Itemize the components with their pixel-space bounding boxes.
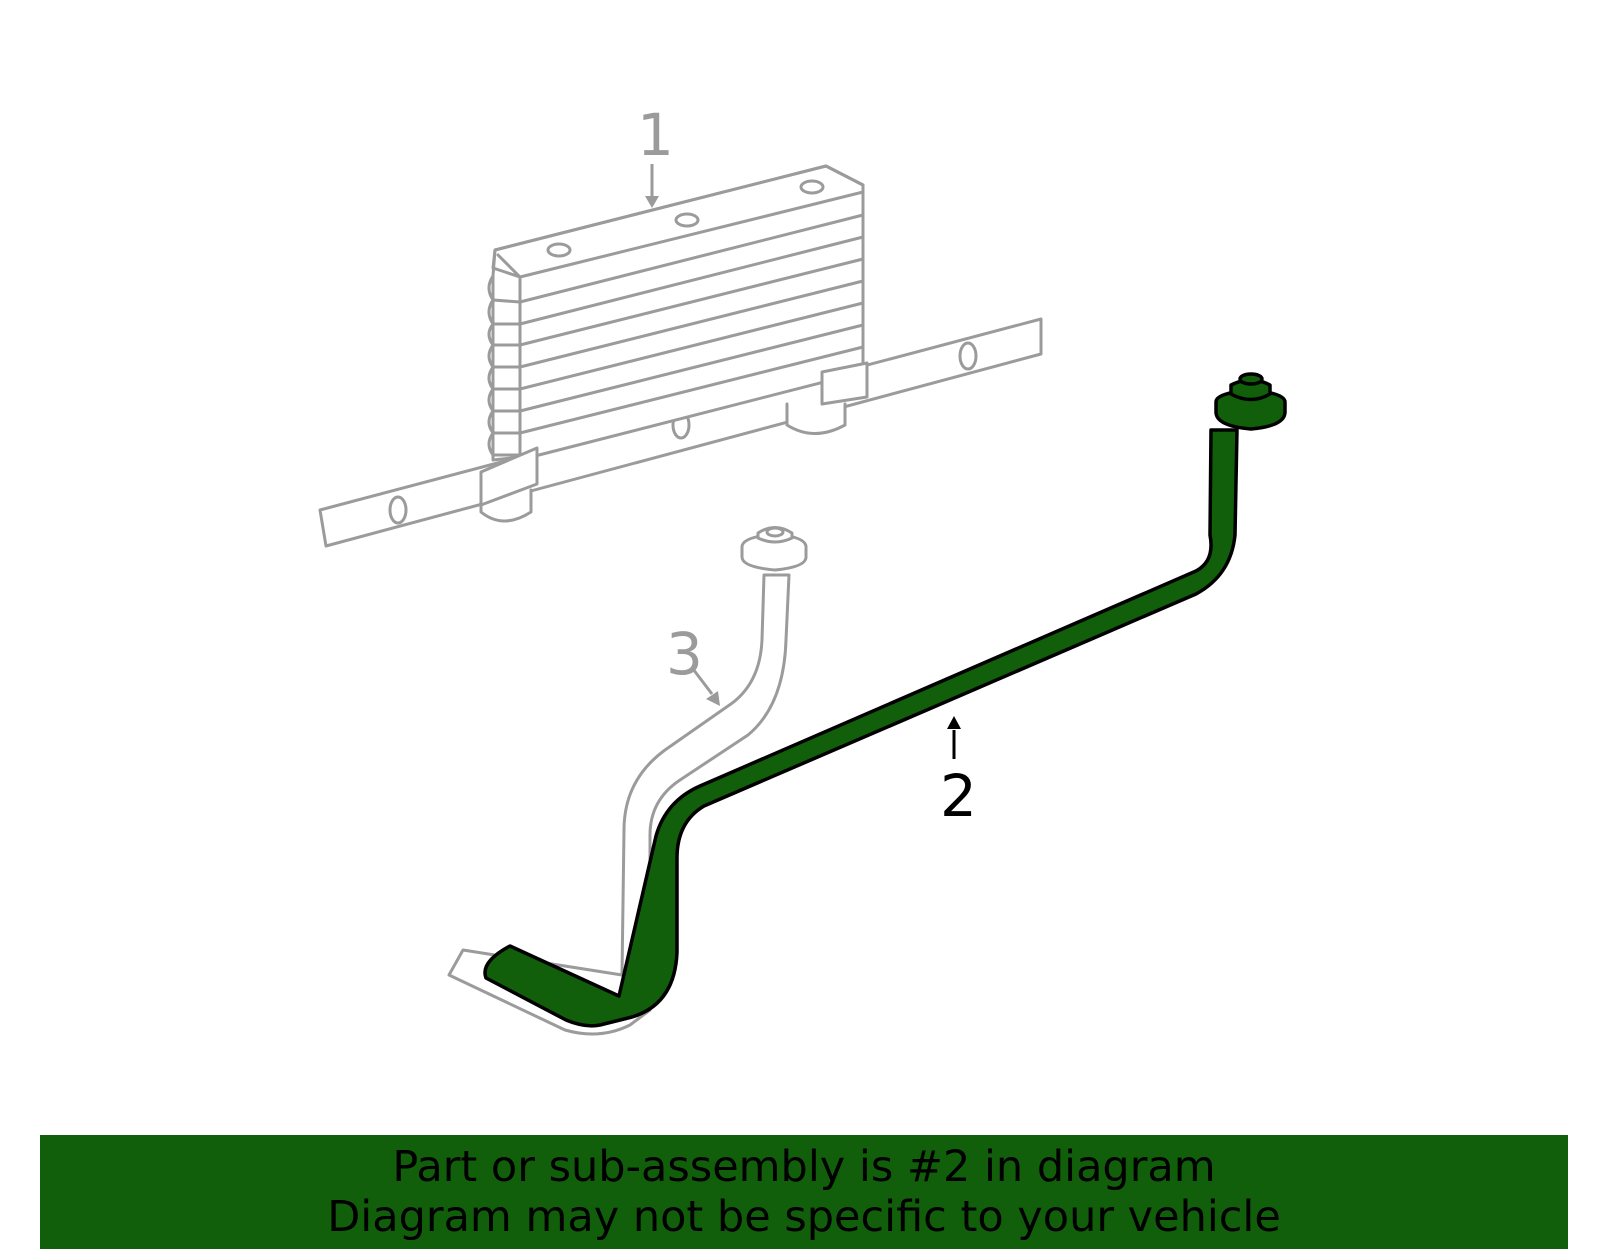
cooler-top-hole-middle bbox=[674, 212, 700, 228]
cooler-clip-right bbox=[820, 361, 869, 406]
cooler-clip-left bbox=[479, 446, 539, 507]
cooler-top-hole-right bbox=[799, 179, 825, 195]
callout-1-label: 1 bbox=[637, 101, 674, 169]
callout-3-label: 3 bbox=[666, 620, 703, 688]
bracket-hole-right bbox=[958, 341, 978, 371]
bracket-hole-left bbox=[388, 495, 408, 525]
callout-3-leader bbox=[691, 668, 720, 706]
cooler-line-part-3 bbox=[447, 526, 808, 1036]
oil-cooler bbox=[318, 164, 1043, 548]
callout-2-leader bbox=[947, 716, 961, 759]
banner-line-1: Part or sub-assembly is #2 in diagram bbox=[392, 1142, 1216, 1192]
cooler-top-hole-left bbox=[546, 242, 572, 258]
cooler-foot-right bbox=[785, 402, 847, 435]
banner-line-2: Diagram may not be specific to your vehi… bbox=[327, 1192, 1281, 1242]
line-2-body bbox=[483, 428, 1239, 1028]
cooler-top-plate bbox=[491, 164, 865, 279]
cooler-line-part-2 bbox=[483, 372, 1287, 1028]
callout-1-leader bbox=[645, 164, 659, 208]
cooler-fins bbox=[487, 213, 865, 457]
callout-2-label: 2 bbox=[940, 762, 977, 830]
line-3-body bbox=[447, 573, 791, 1036]
info-banner: Part or sub-assembly is #2 in diagram Di… bbox=[40, 1135, 1568, 1249]
